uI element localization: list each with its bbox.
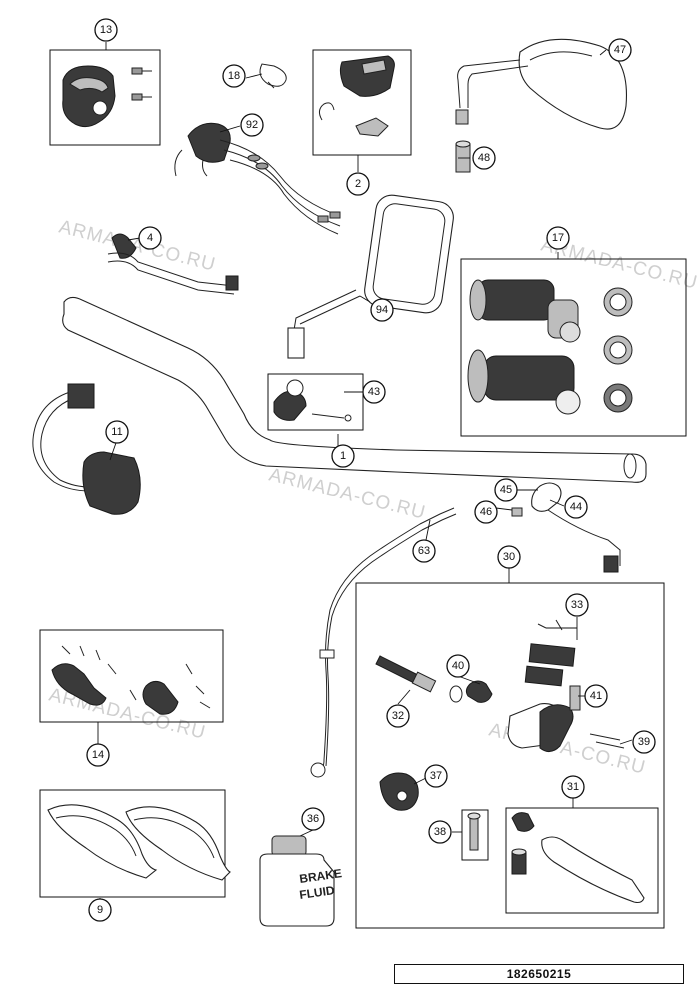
part-38-pin <box>461 809 489 861</box>
callouts: 13 18 92 2 47 48 4 17 94 43 11 1 45 46 4… <box>86 18 656 922</box>
callout-30: 30 <box>497 545 521 569</box>
callout-13-label: 13 <box>100 24 112 36</box>
callout-14: 14 <box>86 743 110 767</box>
frame-9 <box>39 789 226 898</box>
callout-47: 47 <box>608 38 632 62</box>
callout-41: 41 <box>584 684 608 708</box>
callout-33: 33 <box>565 593 589 617</box>
part-14-fittings <box>51 645 211 715</box>
callout-13: 13 <box>94 18 118 42</box>
frame-17 <box>460 258 687 437</box>
callout-1-label: 1 <box>340 450 346 462</box>
callout-40-label: 40 <box>452 660 464 672</box>
part-94-mirror <box>287 194 454 359</box>
callout-44-label: 44 <box>570 501 582 513</box>
part-44-sensor <box>511 482 621 573</box>
part-18-cable-tie <box>259 63 287 89</box>
callout-33-label: 33 <box>571 599 583 611</box>
frame-14 <box>39 629 224 723</box>
callout-17: 17 <box>546 226 570 250</box>
callout-9-label: 9 <box>97 904 103 916</box>
callout-18-label: 18 <box>228 70 240 82</box>
callout-46-label: 46 <box>480 506 492 518</box>
callout-31-label: 31 <box>567 781 579 793</box>
callout-45: 45 <box>494 478 518 502</box>
callout-11: 11 <box>105 420 129 444</box>
callout-46: 46 <box>474 500 498 524</box>
callout-94-label: 94 <box>376 304 388 316</box>
part-30-master-cylinder <box>375 619 625 752</box>
part-43-clamp <box>273 379 352 422</box>
part-1-handlebar <box>62 296 647 483</box>
callout-9: 9 <box>88 898 112 922</box>
frame-43 <box>267 373 364 431</box>
part-13-switch <box>62 65 152 128</box>
callout-18: 18 <box>222 64 246 88</box>
callout-45-label: 45 <box>500 484 512 496</box>
callout-43-label: 43 <box>368 386 380 398</box>
callout-48-label: 48 <box>478 152 490 164</box>
callout-40: 40 <box>446 654 470 678</box>
callout-30-label: 30 <box>503 551 515 563</box>
part-2-bracket <box>318 55 395 137</box>
part-47-mirror <box>455 38 628 130</box>
part-9-handguards <box>47 804 231 881</box>
part-11-switch <box>32 383 141 515</box>
diagram-id-box: 182650215 <box>394 964 684 984</box>
watermark-1: ARMADA-CO.RU <box>57 216 218 275</box>
part-48-nut <box>455 140 471 173</box>
frame-31 <box>505 807 659 914</box>
callout-37-label: 37 <box>430 770 442 782</box>
callout-43: 43 <box>362 380 386 404</box>
callout-39-label: 39 <box>638 736 650 748</box>
callout-17-label: 17 <box>552 232 564 244</box>
callout-37: 37 <box>424 764 448 788</box>
frame-2 <box>312 49 412 156</box>
callout-38: 38 <box>428 820 452 844</box>
part-31-brake-lever <box>511 812 645 904</box>
brake-fluid-line2: FLUID <box>298 883 335 902</box>
callout-38-label: 38 <box>434 826 446 838</box>
callout-63-label: 63 <box>418 545 430 557</box>
callout-4-label: 4 <box>147 232 153 244</box>
frame-30 <box>355 582 665 929</box>
callout-63: 63 <box>412 539 436 563</box>
callout-39: 39 <box>632 730 656 754</box>
callout-11-label: 11 <box>111 426 122 438</box>
part-17-grips <box>467 279 633 415</box>
part-92-throttle <box>174 122 341 235</box>
part-63-hose <box>310 507 457 778</box>
brake-fluid-line1: BRAKE <box>298 866 342 886</box>
watermark-3: ARMADA-CO.RU <box>267 464 428 523</box>
callout-1: 1 <box>331 444 355 468</box>
part-36-brake-fluid: BRAKE FLUID <box>259 835 343 927</box>
callout-31: 31 <box>561 775 585 799</box>
callout-92: 92 <box>240 113 264 137</box>
part-37-cap <box>379 772 419 811</box>
callout-32-label: 32 <box>392 710 404 722</box>
callout-14-label: 14 <box>92 749 104 761</box>
callout-2: 2 <box>346 172 370 196</box>
frame-13 <box>49 49 161 146</box>
part-4-lever <box>107 233 239 295</box>
callout-94: 94 <box>370 298 394 322</box>
callout-36-label: 36 <box>307 813 319 825</box>
callout-4: 4 <box>138 226 162 250</box>
callout-36: 36 <box>301 807 325 831</box>
callout-44: 44 <box>564 495 588 519</box>
callout-32: 32 <box>386 704 410 728</box>
frames <box>39 49 687 929</box>
callout-48: 48 <box>472 146 496 170</box>
callout-2-label: 2 <box>355 178 361 190</box>
callout-47-label: 47 <box>614 44 626 56</box>
callout-92-label: 92 <box>246 119 258 131</box>
diagram-id-number: 182650215 <box>506 967 572 981</box>
callout-41-label: 41 <box>590 690 602 702</box>
